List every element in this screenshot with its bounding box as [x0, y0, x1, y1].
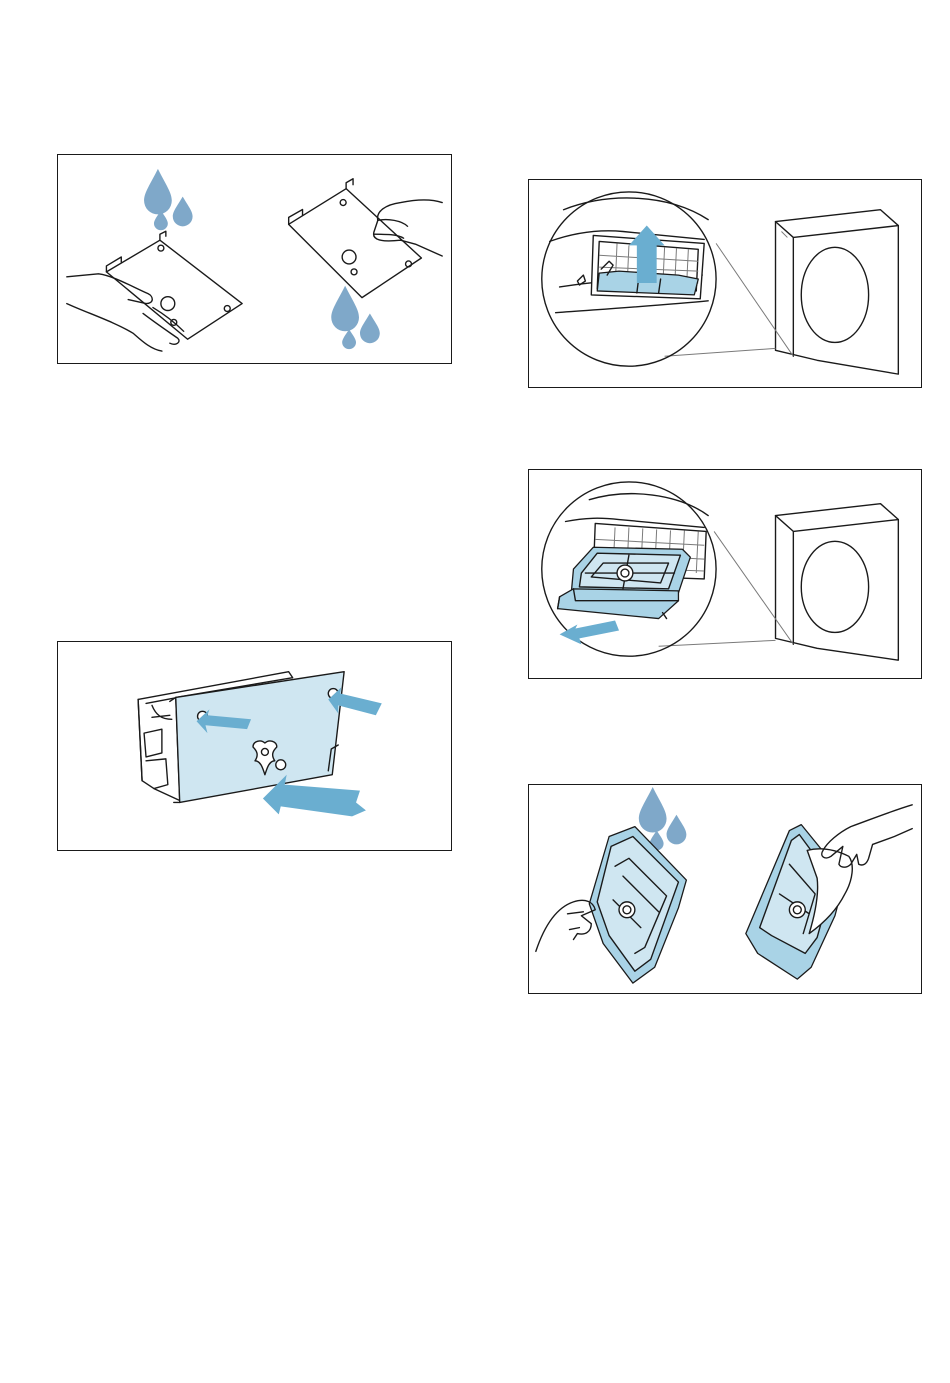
figure-insert-plate	[57, 641, 452, 851]
arrow-out-icon	[560, 621, 619, 645]
pull-filter-illustration	[529, 470, 921, 678]
water-drops-icon	[331, 286, 380, 349]
rinse-plate-illustration	[58, 155, 451, 363]
zoom-detail	[542, 192, 716, 366]
water-drops-icon	[144, 169, 193, 230]
dryer	[776, 504, 899, 660]
lift-flap-illustration	[529, 180, 921, 387]
plate-right	[289, 179, 422, 298]
figure-rinse-plate	[57, 154, 452, 364]
figure-rinse-filter	[528, 784, 922, 994]
figure-pull-filter	[528, 469, 922, 679]
rinse-filter-illustration	[529, 785, 921, 993]
hand-left	[536, 900, 595, 951]
filter-left	[589, 827, 686, 983]
figure-lift-flap	[528, 179, 922, 388]
insert-plate-illustration	[58, 642, 451, 850]
dryer	[776, 210, 899, 374]
